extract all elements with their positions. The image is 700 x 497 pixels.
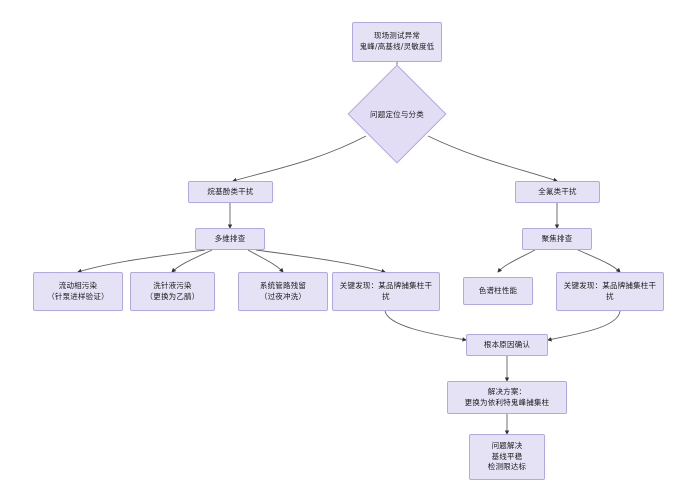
edge-check-left-leaf4: [255, 249, 386, 274]
node-root-cause[interactable]: 根本原因确认: [466, 334, 548, 356]
node-start[interactable]: 现场测试异常 鬼峰/高基线/灵敏度低: [352, 22, 442, 62]
node-leaf-5-label: 色谱柱性能: [478, 285, 518, 295]
edge-decision-branch-right: [427, 135, 558, 182]
node-leaf-5[interactable]: 色谱柱性能: [463, 277, 533, 305]
node-leaf-4-label: 关键发现：某品牌捕集柱干扰: [339, 280, 433, 301]
node-result[interactable]: 问题解决 基线平稳 检测限达标: [469, 434, 545, 480]
node-decision[interactable]: 问题定位与分类: [347, 64, 447, 164]
node-leaf-2[interactable]: 洗针液污染 （更换为乙腈）: [130, 272, 215, 311]
node-check-left-label: 多维排查: [214, 233, 246, 243]
node-branch-left[interactable]: 烷基酚类干扰: [188, 181, 273, 203]
edge-leaf6-root-cause: [547, 310, 621, 342]
node-branch-right[interactable]: 全氟类干扰: [515, 181, 600, 203]
node-solution-label: 解决方案： 更换为依利特鬼峰捕集柱: [464, 386, 550, 407]
node-leaf-2-label: 洗针液污染 （更换为乙腈）: [145, 280, 200, 301]
node-leaf-1-label: 流动相污染 （针泵进样验证）: [47, 280, 109, 301]
edge-check-left-leaf2: [171, 249, 213, 273]
edge-check-right-leaf6: [577, 249, 621, 273]
node-result-label: 问题解决 基线平稳 检测限达标: [487, 440, 527, 472]
node-branch-right-label: 全氟类干扰: [538, 186, 577, 196]
node-branch-left-label: 烷基酚类干扰: [207, 186, 254, 196]
node-leaf-3[interactable]: 系统管路残留 （过夜冲洗）: [238, 272, 328, 311]
node-leaf-1[interactable]: 流动相污染 （针泵进样验证）: [33, 272, 123, 311]
node-check-right-label: 聚焦排查: [541, 233, 573, 243]
node-start-label: 现场测试异常 鬼峰/高基线/灵敏度低: [359, 31, 435, 51]
edge-leaf4-root-cause: [384, 310, 467, 342]
node-decision-label: 问题定位与分类: [370, 109, 424, 119]
edge-check-left-leaf1: [77, 249, 206, 274]
node-root-cause-label: 根本原因确认: [483, 339, 531, 349]
edge-check-right-leaf5: [497, 249, 536, 273]
node-leaf-4[interactable]: 关键发现：某品牌捕集柱干扰: [332, 272, 440, 311]
node-leaf-6[interactable]: 关键发现：某品牌捕集柱干扰: [556, 272, 664, 311]
edge-check-left-leaf3: [247, 249, 284, 273]
node-check-right[interactable]: 聚焦排查: [522, 228, 592, 250]
node-leaf-3-label: 系统管路残留 （过夜冲洗）: [259, 280, 307, 301]
node-solution[interactable]: 解决方案： 更换为依利特鬼峰捕集柱: [447, 381, 567, 414]
node-leaf-6-label: 关键发现：某品牌捕集柱干扰: [563, 280, 657, 301]
node-check-left[interactable]: 多维排查: [195, 228, 265, 250]
